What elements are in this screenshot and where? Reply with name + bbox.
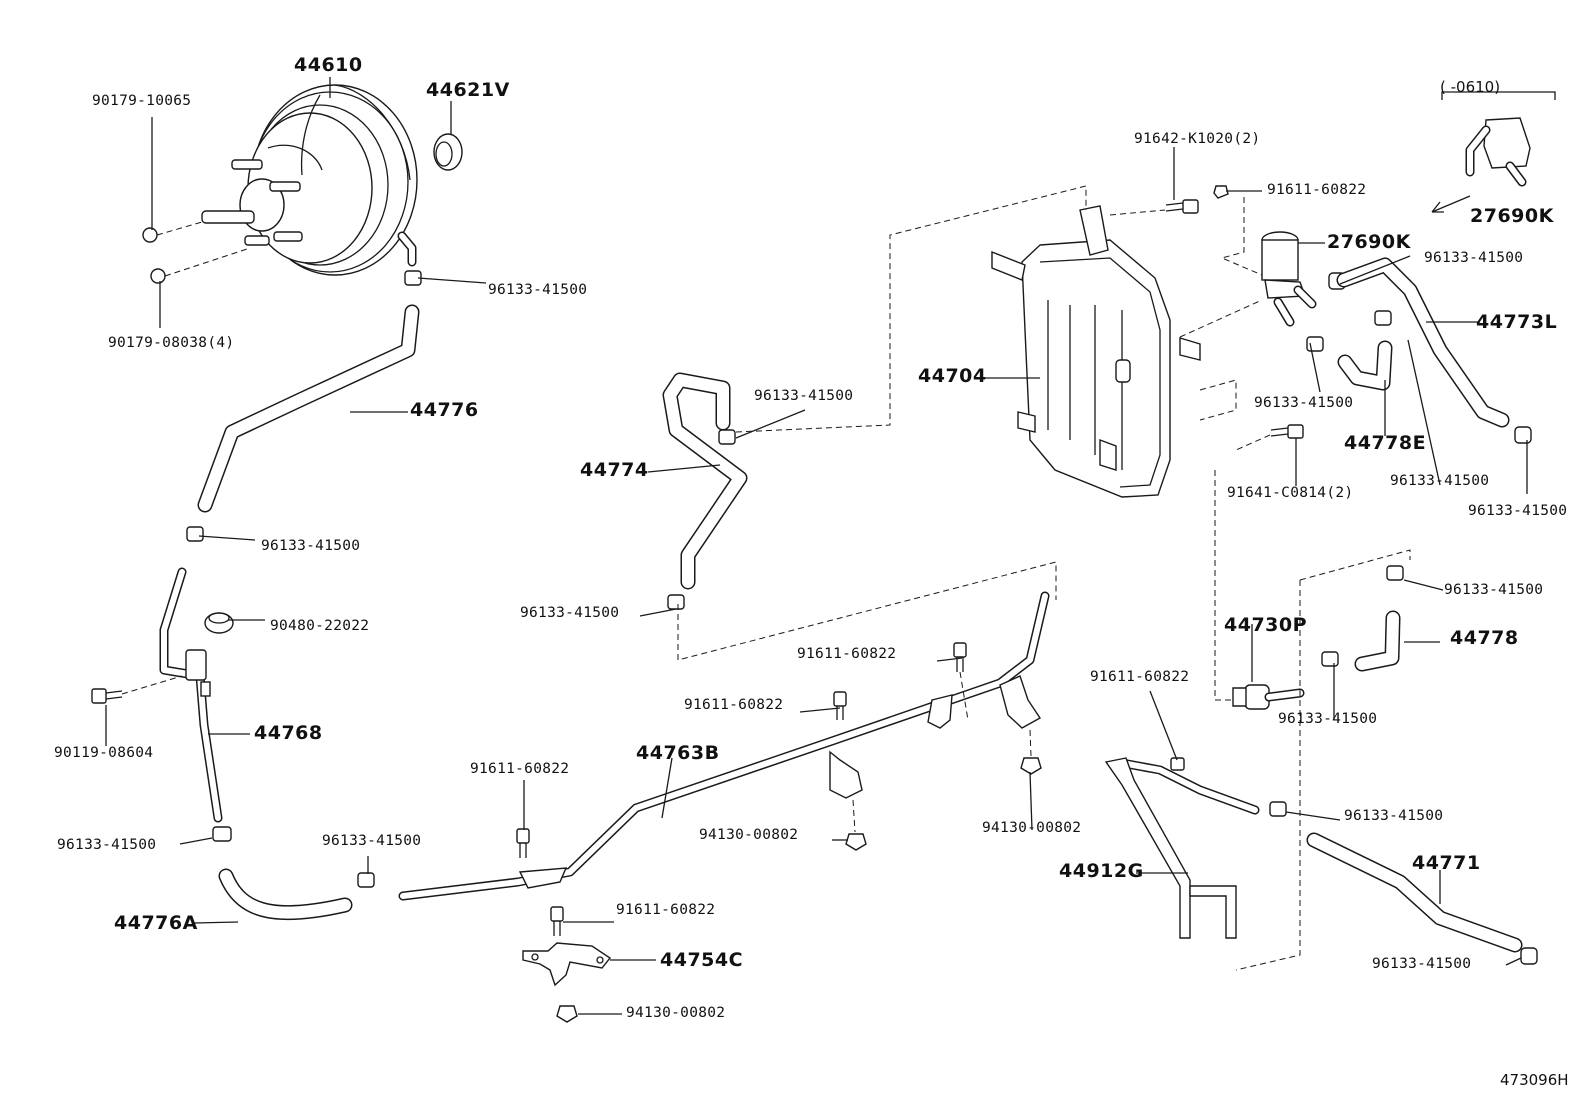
hose-44773L <box>1336 257 1510 428</box>
inset-period-label: ( -0610) <box>1440 78 1501 96</box>
part-number-44778: 44778 <box>1450 627 1519 649</box>
part-number-90179-08038: 90179-08038(4) <box>108 335 235 351</box>
part-number-91641-C0814: 91641-C0814(2) <box>1227 485 1354 501</box>
part-number-44776: 44776 <box>410 399 479 421</box>
hose-44778E <box>1337 340 1393 391</box>
part-number-96133-41500-44771-lower: 96133-41500 <box>1372 956 1472 972</box>
part-number-27690K: 27690K <box>1327 231 1411 253</box>
part-number-44768: 44768 <box>254 722 323 744</box>
booster-stud-nuts <box>142 221 251 284</box>
part-number-44610: 44610 <box>294 54 363 76</box>
vsv-inset <box>1431 91 1556 213</box>
part-number-96133-41500-tank: 96133-41500 <box>754 388 854 404</box>
part-number-44778E: 44778E <box>1344 432 1427 454</box>
brake-booster-44610 <box>201 84 418 276</box>
hose-44776 <box>197 304 420 513</box>
part-number-90179-10065: 90179-10065 <box>92 93 192 109</box>
part-number-27690K-inset: 27690K <box>1470 205 1554 227</box>
hose-44776A <box>218 868 353 921</box>
part-number-91611-60822-bracket: 91611-60822 <box>616 902 716 918</box>
part-number-91611-60822-vsv: 91611-60822 <box>1267 182 1367 198</box>
part-number-94130-00802-pipe-mid: 94130-00802 <box>699 827 799 843</box>
part-number-96133-41500-44773L-b: 96133-41500 <box>1468 503 1568 519</box>
grommet-90480 <box>204 612 234 634</box>
part-number-91611-60822-pipe-mid: 91611-60822 <box>684 697 784 713</box>
bracket-44754C <box>522 942 612 987</box>
leader-lines <box>105 77 1528 1015</box>
part-number-96133-41500-check-valve: 96133-41500 <box>1278 711 1378 727</box>
part-number-96133-41500-vsv: 96133-41500 <box>1424 250 1524 266</box>
part-number-44771: 44771 <box>1412 852 1481 874</box>
part-number-44774: 44774 <box>580 459 649 481</box>
part-number-90480-22022: 90480-22022 <box>270 618 370 634</box>
part-number-91611-60822-check-valve: 91611-60822 <box>1090 669 1190 685</box>
part-number-44621V: 44621V <box>426 79 510 101</box>
part-number-96133-41500-44778: 96133-41500 <box>1444 582 1544 598</box>
part-number-96133-41500-44774: 96133-41500 <box>520 605 620 621</box>
tank-bolts <box>1165 185 1304 439</box>
bolt-90119 <box>91 675 183 704</box>
hose-44771 <box>1306 832 1523 953</box>
part-number-44773L: 44773L <box>1476 311 1558 333</box>
part-number-96133-41500-booster: 96133-41500 <box>488 282 588 298</box>
part-number-44730P: 44730P <box>1224 614 1308 636</box>
part-number-44912G: 44912G <box>1059 860 1144 882</box>
part-number-91611-60822-pipe-right: 91611-60822 <box>797 646 897 662</box>
part-number-96133-41500-44768: 96133-41500 <box>57 837 157 853</box>
part-number-91642-K1020: 91642-K1020(2) <box>1134 131 1261 147</box>
pipe-44763B <box>398 591 1050 901</box>
part-number-96133-41500-44776A: 96133-41500 <box>322 833 422 849</box>
part-number-44763B: 44763B <box>636 742 720 764</box>
part-number-96133-41500-44771-upper: 96133-41500 <box>1344 808 1444 824</box>
part-number-44754C: 44754C <box>660 949 744 971</box>
part-number-96133-41500-tank-mid: 96133-41500 <box>1254 395 1354 411</box>
part-number-94130-00802-bracket: 94130-00802 <box>626 1005 726 1021</box>
part-number-94130-00802-pipe-right: 94130-00802 <box>982 820 1082 836</box>
assembly-dashed-lines <box>677 185 1411 971</box>
part-number-44776A: 44776A <box>114 912 198 934</box>
pipe-bolts-and-nuts <box>516 642 1042 1023</box>
check-valve-44730P <box>1232 684 1305 710</box>
hose-clamps <box>186 270 1538 965</box>
vacuum-tank-44704 <box>991 205 1201 498</box>
part-number-96133-41500-44773L-a: 96133-41500 <box>1390 473 1490 489</box>
hose-44778 <box>1354 610 1401 672</box>
pipe-44768 <box>159 567 223 823</box>
diagram-reference-id: 473096H <box>1500 1071 1569 1089</box>
vsv-27690K <box>1261 231 1317 327</box>
part-number-91611-60822-pipe-left: 91611-60822 <box>470 761 570 777</box>
part-number-44704: 44704 <box>918 365 987 387</box>
bracket-44912G <box>1104 757 1260 939</box>
part-number-96133-41500-44776: 96133-41500 <box>261 538 361 554</box>
hose-44774 <box>662 372 748 590</box>
booster-seal-44621V <box>433 133 463 171</box>
part-number-90119-08604: 90119-08604 <box>54 745 154 761</box>
